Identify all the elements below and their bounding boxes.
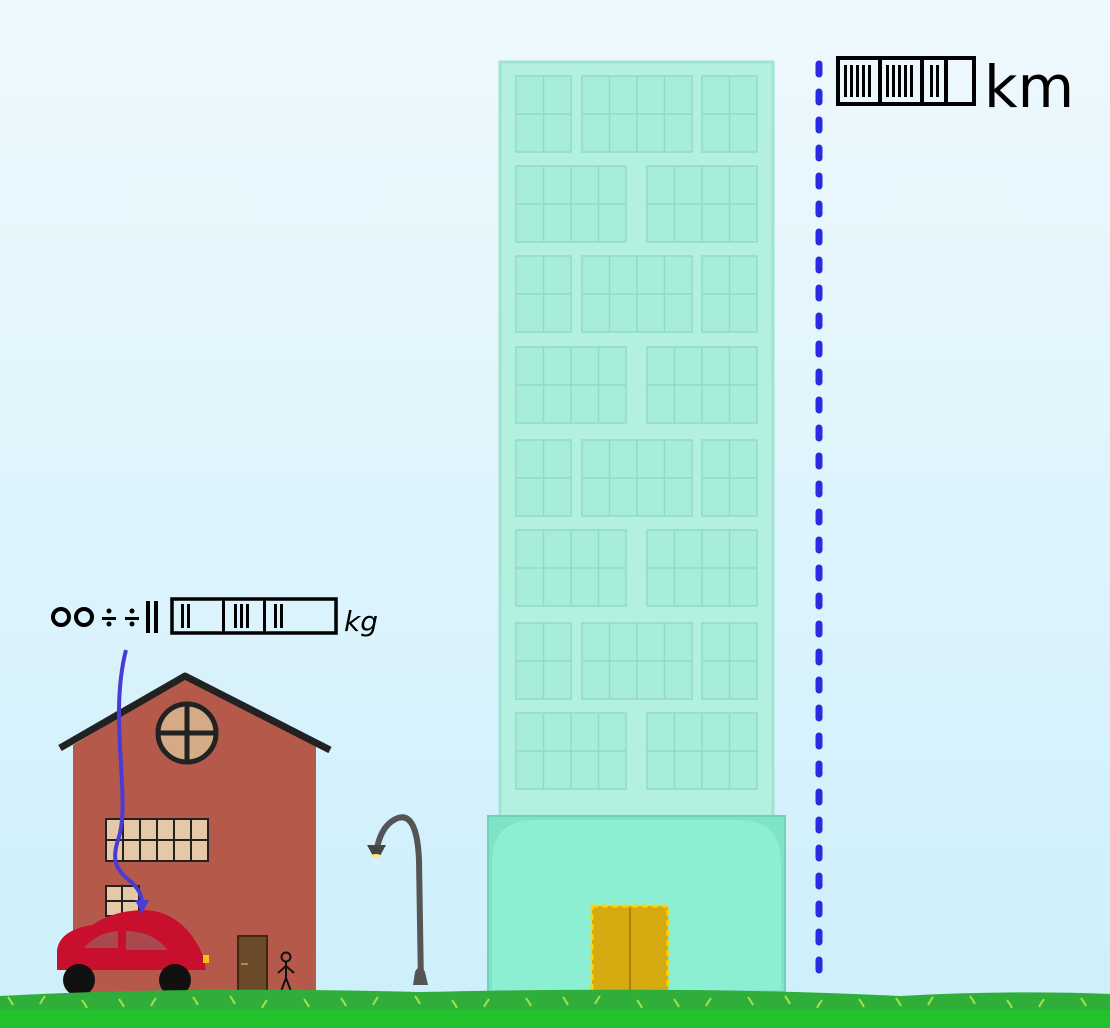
car-icon [57, 910, 209, 996]
mass-unit: kg [344, 604, 378, 638]
round-window [155, 701, 219, 765]
tower-door [590, 904, 670, 994]
mass-arrow [113, 649, 149, 914]
mass-label: kg [50, 595, 378, 648]
house-door [237, 935, 268, 994]
ground [0, 989, 1110, 1028]
street-lamp-icon [367, 814, 428, 986]
height-unit: km [984, 53, 1075, 121]
redacted-number-icon [50, 595, 338, 648]
skyscraper-icon [487, 60, 786, 994]
redacted-number-icon [836, 52, 976, 122]
height-label: km [836, 52, 1074, 122]
